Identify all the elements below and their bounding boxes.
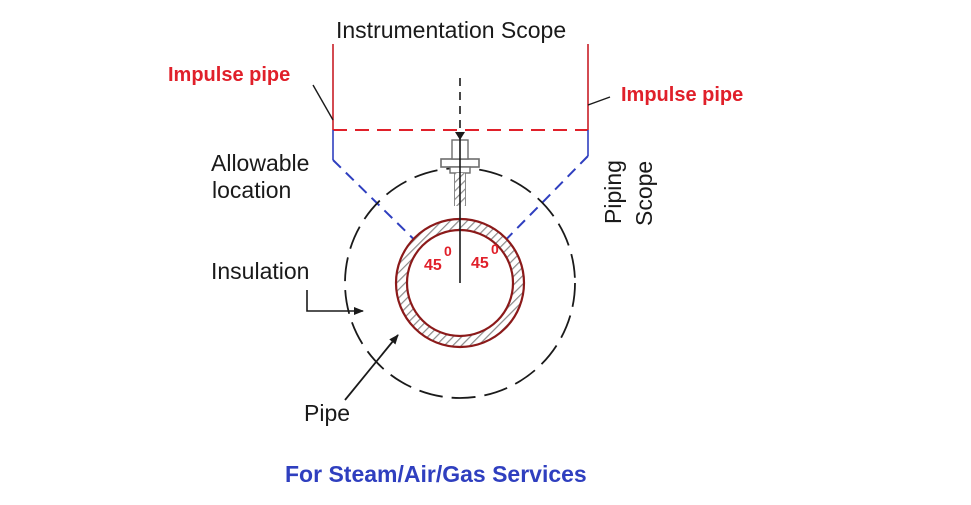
insulation-leader	[306, 290, 364, 315]
services-footer-label: For Steam/Air/Gas Services	[285, 461, 587, 487]
angle-right-label: 45	[471, 255, 489, 272]
impulse-pipe-left-pointer	[312, 84, 334, 121]
insulation-label: Insulation	[211, 258, 309, 284]
allowable-location-label-line1: Allowable	[211, 150, 309, 176]
allowable-location-right-diagonal	[483, 155, 589, 263]
angle-left-label: 45	[424, 257, 442, 274]
instrumentation-scope-label: Instrumentation Scope	[336, 17, 566, 43]
allowable-location-left-diagonal	[332, 159, 438, 263]
impulse-pipe-right-label: Impulse pipe	[621, 84, 743, 106]
center-arrow-icon	[455, 132, 465, 140]
piping-scope-label-line2: Scope	[631, 161, 657, 226]
impulse-pipe-right-pointer	[587, 96, 611, 106]
piping-scope-label-line1: Piping	[600, 160, 626, 224]
angle-right-degree: 0	[491, 241, 499, 257]
allowable-location-label-line2: location	[212, 177, 291, 203]
pipe-leader	[344, 334, 399, 401]
impulse-pipe-left-label: Impulse pipe	[168, 64, 290, 86]
pipe-label: Pipe	[304, 400, 350, 426]
angle-left-degree: 0	[444, 243, 452, 259]
